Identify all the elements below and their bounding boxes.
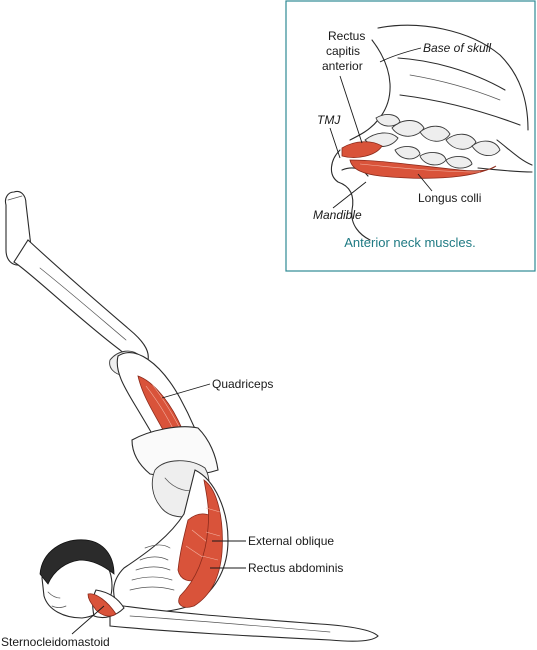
lower-leg bbox=[13, 239, 149, 363]
leader-tmj bbox=[329, 127, 341, 159]
sternocleidomastoid-muscle bbox=[87, 593, 117, 617]
arm bbox=[109, 603, 379, 642]
rectus-capitis-anterior-muscle bbox=[341, 141, 383, 158]
hair bbox=[39, 539, 115, 585]
leader-rectus-capitis bbox=[339, 75, 363, 144]
label-mandible: Mandible bbox=[313, 208, 362, 222]
label-base-of-skull: Base of skull bbox=[423, 41, 491, 55]
leader-base-of-skull bbox=[379, 47, 422, 63]
label-rectus-capitis-3: anterior bbox=[322, 59, 363, 73]
label-quadriceps: Quadriceps bbox=[212, 377, 273, 391]
leader-sternocleidomastoid bbox=[71, 605, 105, 635]
rectus-abdominis-muscle bbox=[178, 479, 223, 608]
label-tmj: TMJ bbox=[317, 113, 341, 127]
label-sternocleidomastoid: Sternocleidomastoid bbox=[1, 635, 110, 649]
leader-mandible bbox=[332, 181, 367, 209]
label-longus-colli: Longus colli bbox=[418, 191, 481, 205]
label-rectus-abdominis: Rectus abdominis bbox=[248, 561, 343, 575]
label-rectus-capitis-1: Rectus bbox=[328, 29, 365, 43]
leader-longus-colli bbox=[417, 173, 433, 192]
inset-caption: Anterior neck muscles. bbox=[344, 235, 476, 250]
label-external-oblique: External oblique bbox=[248, 534, 334, 548]
leader-quadriceps bbox=[161, 383, 211, 399]
longus-colli-muscle bbox=[349, 159, 497, 179]
inset-skull-illustration bbox=[330, 24, 533, 241]
inset-panel: Rectus capitis anterior Base of skull TM… bbox=[285, 0, 536, 272]
main-figure-illustration bbox=[4, 190, 379, 642]
label-rectus-capitis-2: capitis bbox=[326, 44, 360, 58]
